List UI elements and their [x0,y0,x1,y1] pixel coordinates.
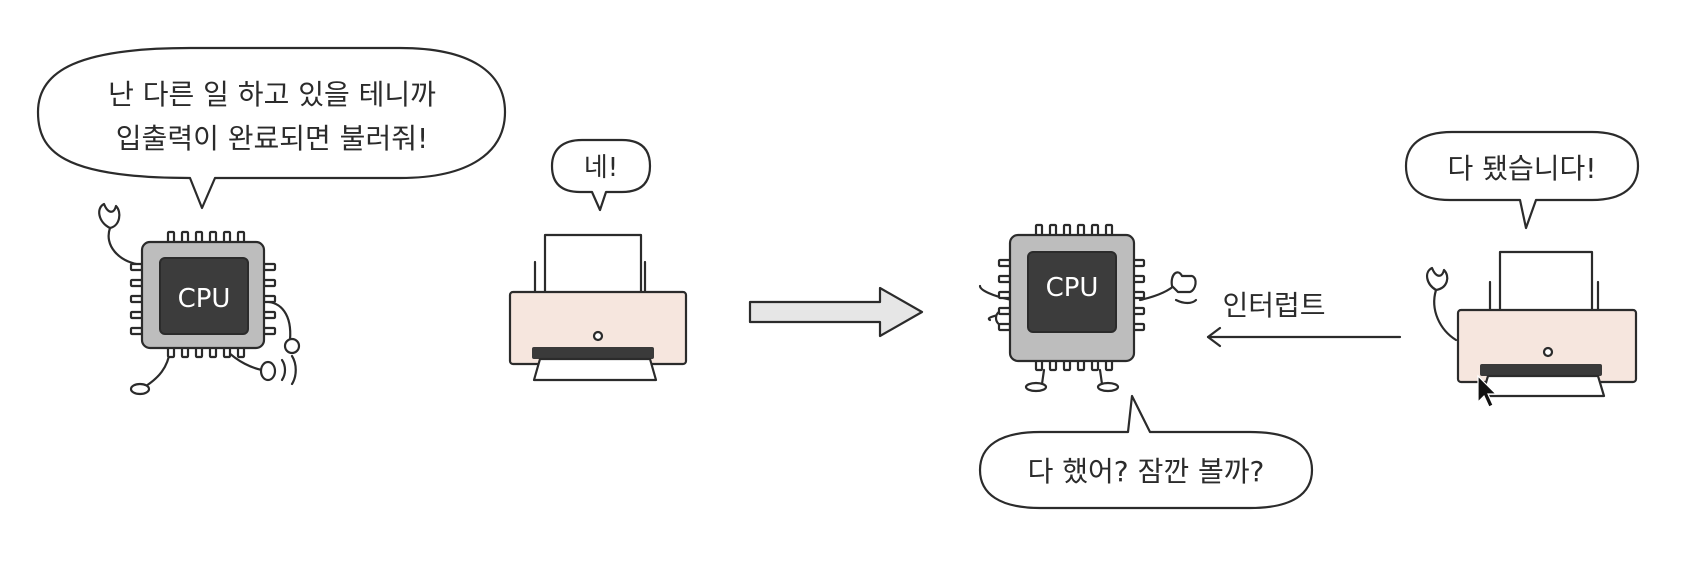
right-arrow-icon [748,286,924,338]
left-printer-speech: 네! [584,153,618,183]
left-arrow-icon [1206,326,1402,348]
left-printer-icon [508,233,688,382]
right-printer-speech: 다 됐습니다! [1448,152,1597,185]
right-cpu-character: CPU [978,223,1198,393]
left-printer-speech-bubble: 네! [550,138,652,212]
right-cpu-chip-icon: CPU [1008,233,1136,363]
left-cpu-speech-line1: 난 다른 일 하고 있을 테니까 [108,78,436,111]
left-cpu-speech-line2: 입출력이 완료되면 불러줘! [116,122,428,155]
right-cpu-speech: 다 했어? 잠깐 볼까? [1028,455,1265,488]
right-printer-speech-bubble: 다 됐습니다! [1404,130,1640,230]
left-cpu-speech-bubble: 난 다른 일 하고 있을 테니까 입출력이 완료되면 불러줘! [36,46,507,210]
right-printer-icon [1426,250,1638,398]
right-cpu-chip-label: CPU [1046,273,1099,303]
left-cpu-character: CPU [98,202,301,396]
mouse-cursor-icon [1477,374,1498,408]
right-cpu-speech-bubble: 다 했어? 잠깐 볼까? [978,394,1314,510]
left-cpu-chip-icon: CPU [140,240,266,350]
left-cpu-chip-label: CPU [178,284,231,314]
interrupt-label: 인터럽트 [1222,289,1325,322]
